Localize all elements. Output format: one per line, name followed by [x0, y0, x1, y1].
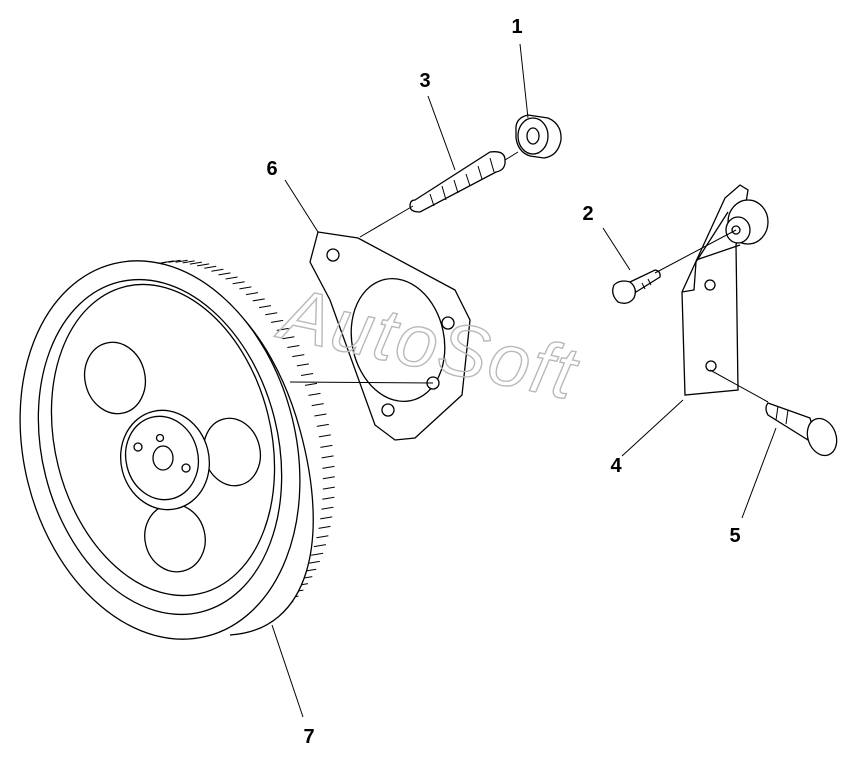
gear-tooth: [304, 382, 318, 386]
gear-tooth: [322, 486, 335, 490]
gear-tooth: [313, 544, 326, 548]
gear-tooth: [287, 345, 300, 348]
gear-tooth: [189, 261, 202, 265]
gear-tooth: [307, 560, 320, 564]
gear-tooth: [321, 455, 334, 459]
callout-1: 1: [511, 16, 522, 38]
gear-tooth: [239, 286, 252, 290]
gear-tooth: [182, 260, 195, 264]
callout-2: 2: [582, 203, 593, 225]
callout-4: 4: [610, 455, 622, 477]
gear-tooth: [168, 259, 181, 263]
gear-tooth: [204, 265, 217, 269]
gear-tooth: [296, 363, 309, 367]
gear-tooth: [246, 292, 259, 296]
gear-tooth: [252, 298, 265, 302]
gear-tooth: [232, 281, 245, 285]
gear-tooth: [320, 444, 333, 448]
gear-tooth: [316, 423, 329, 427]
nut-part-1: [515, 114, 562, 159]
gear-tooth: [318, 525, 331, 529]
gear-tooth: [197, 263, 210, 267]
stud-part-3: [409, 151, 506, 213]
gear-tooth: [321, 506, 334, 510]
gear-tooth: [322, 465, 335, 469]
bolt-part-5: [765, 402, 838, 457]
gear-tooth: [318, 434, 331, 438]
leader-lines: [271, 43, 777, 718]
gear-tooth: [316, 535, 329, 539]
gear-tooth: [314, 413, 327, 417]
gear-tooth: [258, 305, 272, 309]
bracket-part-4: [681, 184, 769, 396]
gear-tooth: [301, 373, 314, 376]
callout-6: 6: [266, 158, 277, 180]
gear-tooth: [322, 496, 335, 500]
bolt-part-2: [612, 269, 661, 304]
gear-tooth: [161, 260, 174, 264]
gear-tooth: [225, 276, 238, 280]
gear-tooth: [311, 552, 324, 556]
gear-tooth: [308, 392, 321, 396]
gear-tooth: [211, 268, 224, 272]
gear-tooth: [282, 336, 295, 340]
gear-tooth: [276, 327, 289, 331]
gear-teeth: [135, 259, 335, 628]
gear-tooth: [292, 354, 305, 358]
gear-tooth: [320, 516, 333, 520]
gear-wheel-part-7: [19, 259, 335, 640]
callout-5: 5: [729, 525, 740, 547]
callout-7: 7: [303, 726, 314, 748]
gear-tooth: [311, 403, 324, 407]
gear-tooth: [322, 476, 335, 480]
assembly-lines: [289, 151, 769, 403]
callout-3: 3: [419, 70, 430, 92]
gear-tooth: [271, 319, 284, 323]
gear-tooth: [218, 272, 231, 276]
gear-tooth: [175, 259, 188, 263]
gear-tooth: [265, 312, 278, 316]
